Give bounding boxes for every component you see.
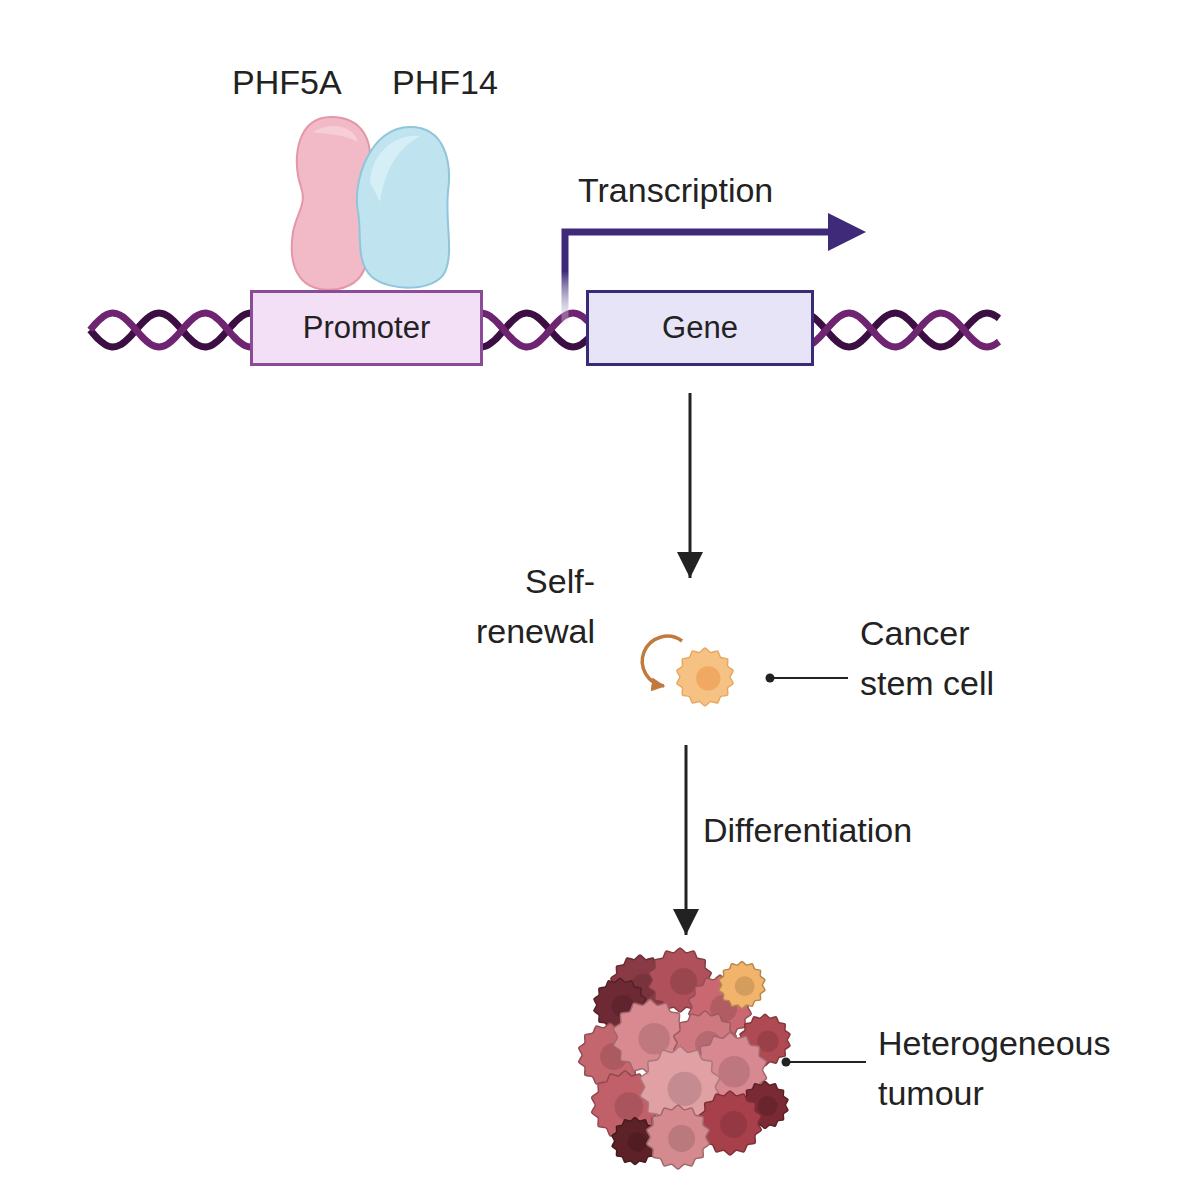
- cell-nucleus: [696, 666, 720, 690]
- flow-arrow: [689, 393, 692, 578]
- cell-nucleus: [670, 968, 697, 995]
- cell-illustration: Heterogeneous tumour: [580, 945, 790, 1165]
- dna-region-box: Gene: [586, 290, 814, 366]
- cell-nucleus: [667, 1072, 701, 1106]
- transcription-arrowhead: [828, 213, 866, 251]
- cell-nucleus: [614, 1092, 643, 1121]
- cell-nucleus: [758, 1096, 778, 1116]
- dna-strand: [90, 313, 999, 347]
- cell-nucleus: [628, 1132, 648, 1152]
- box-label: Gene: [589, 293, 811, 363]
- dna-helix: [90, 313, 999, 347]
- edge-label: Differentiation: [703, 805, 912, 855]
- self-renewal-arrow: [642, 636, 682, 686]
- cell-body: [647, 1105, 710, 1169]
- cell-nucleus: [757, 1030, 779, 1052]
- node-label: PHF5A: [232, 57, 382, 107]
- process-label: Self-renewal: [440, 556, 595, 656]
- dna-region-box: Promoter: [250, 290, 483, 366]
- node-label: Cancer stem cell: [860, 608, 1000, 708]
- cell-nucleus: [718, 1056, 750, 1088]
- node-label: PHF14: [392, 57, 542, 107]
- process-label: Transcription: [578, 165, 858, 215]
- box-label: Promoter: [253, 293, 480, 363]
- cell-illustration: Cancer stem cell: [640, 590, 740, 710]
- leader-line: [770, 677, 848, 679]
- node-shape: [350, 122, 456, 292]
- cell-body: [677, 648, 733, 706]
- cell-nucleus: [735, 976, 755, 996]
- blob-highlight: [313, 126, 358, 142]
- flow-arrow: [685, 745, 688, 935]
- dna-strand: [90, 313, 999, 347]
- protein-shape: PHF14: [350, 122, 456, 292]
- blob-highlight: [370, 136, 420, 202]
- cell-nucleus: [668, 1125, 695, 1152]
- node-label: Heterogeneous tumour: [878, 1018, 1178, 1118]
- cell-nucleus: [720, 1111, 747, 1138]
- protein-blob: [357, 127, 449, 288]
- node-shape: [640, 590, 740, 710]
- leader-dot: [766, 674, 775, 683]
- cell-nucleus: [638, 1023, 670, 1055]
- cell-body: [719, 961, 765, 1008]
- leader-dot: [782, 1058, 791, 1067]
- node-shape: [580, 945, 790, 1165]
- leader-line: [786, 1061, 866, 1063]
